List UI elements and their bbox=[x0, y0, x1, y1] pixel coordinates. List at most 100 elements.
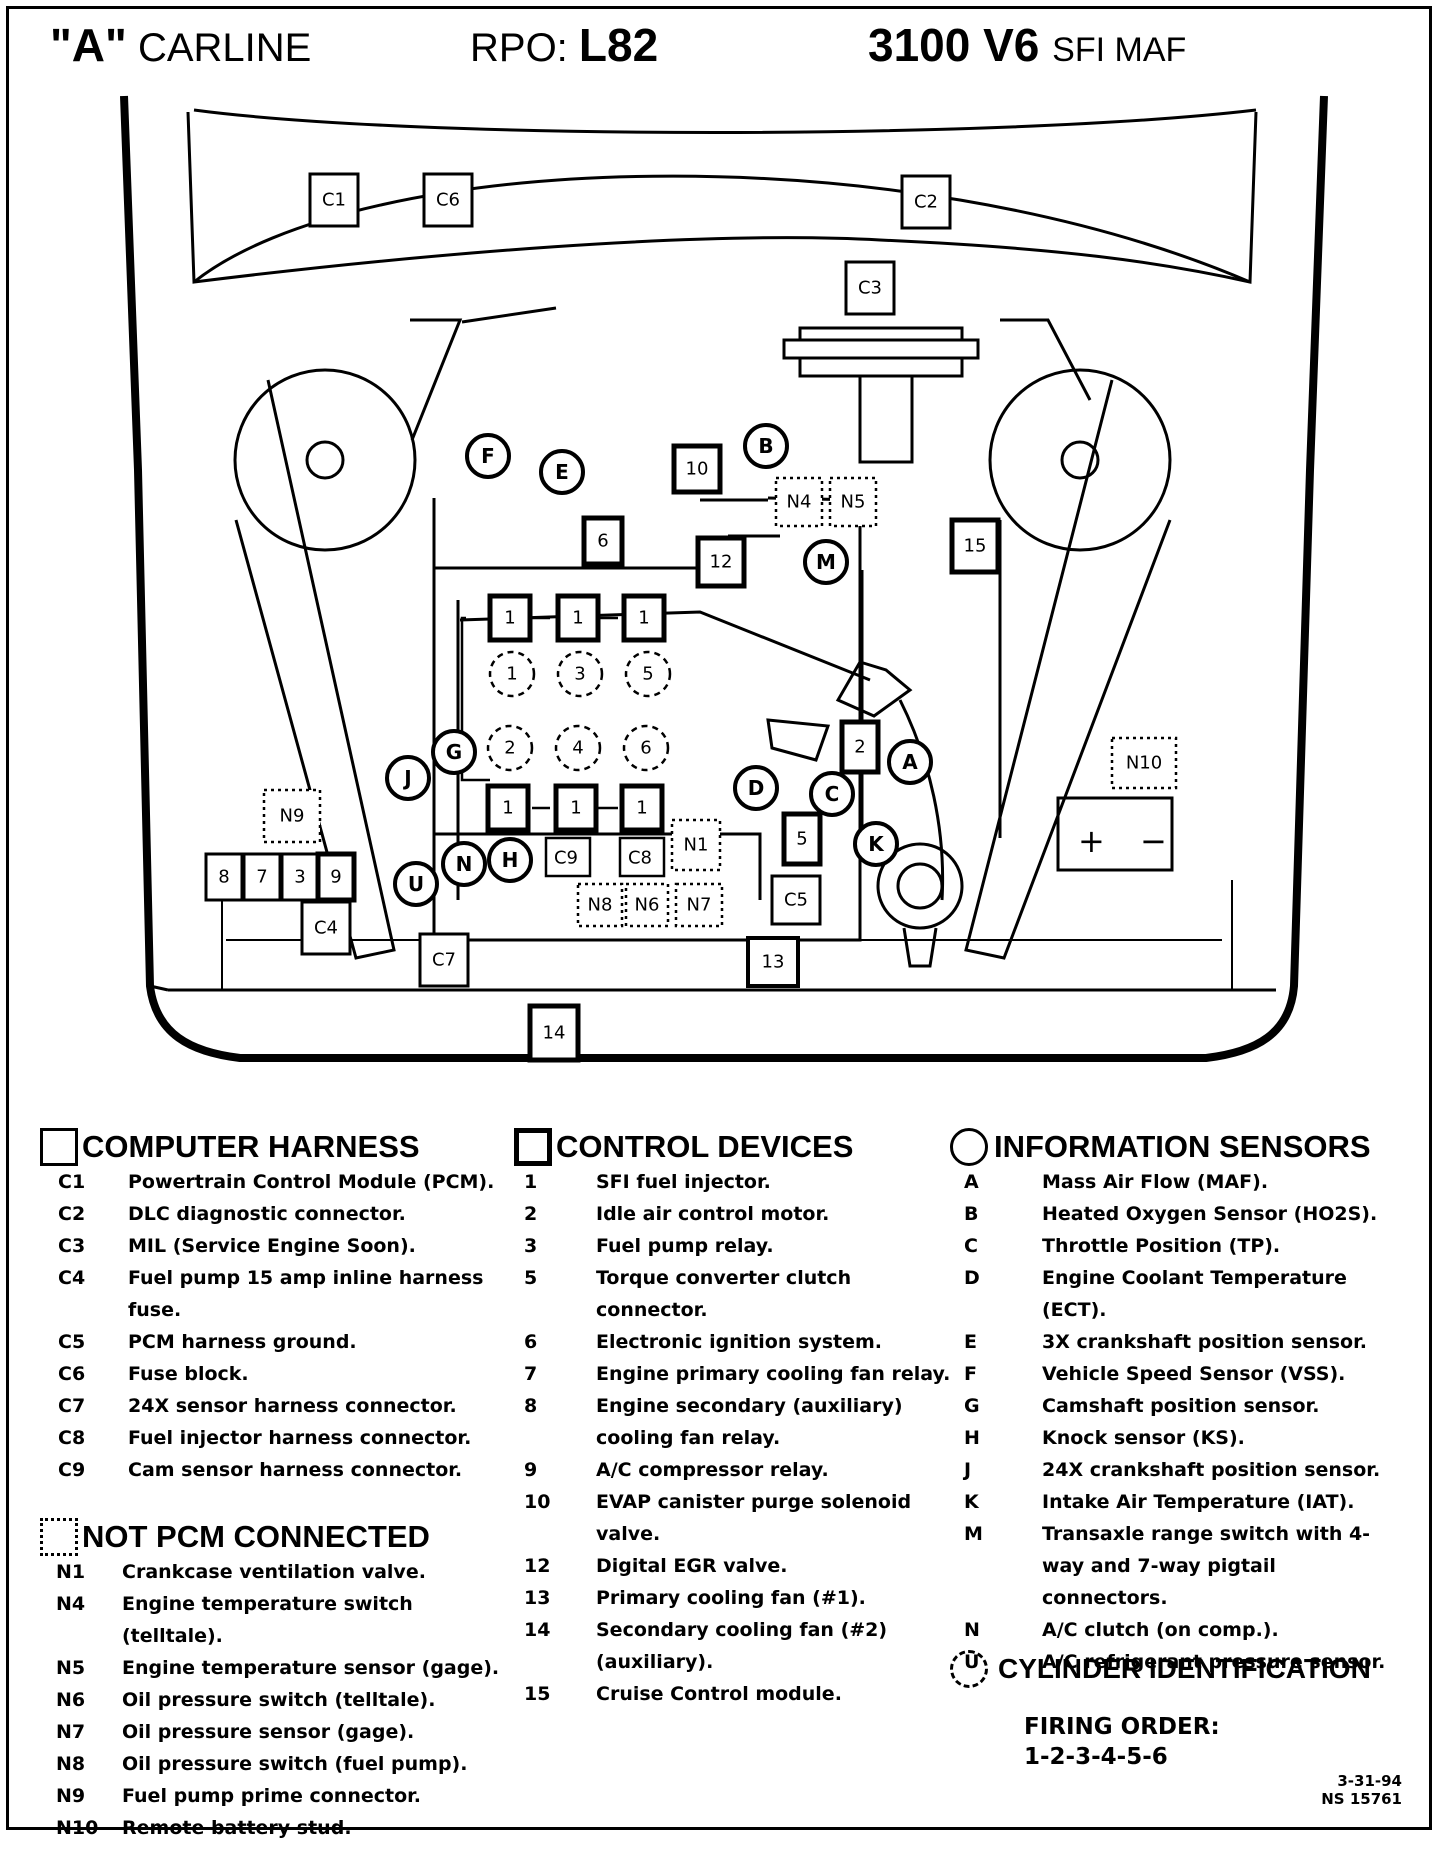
svg-text:4: 4 bbox=[572, 738, 583, 759]
control-1-bot-b: 1 bbox=[553, 783, 599, 833]
notpcm-n4: N4 bbox=[774, 476, 824, 528]
sensor-n: N bbox=[441, 841, 487, 887]
svg-text:C: C bbox=[825, 782, 840, 806]
left-pulley-hub bbox=[305, 440, 345, 480]
control-13: 13 bbox=[746, 936, 800, 988]
legend-not-pcm-title: NOT PCM CONNECTED bbox=[40, 1518, 510, 1556]
carline-letter: "A" bbox=[50, 19, 127, 71]
battery: + − bbox=[1056, 796, 1174, 872]
harness-c2: C2 bbox=[900, 174, 952, 230]
control-1-bot-a: 1 bbox=[485, 783, 531, 833]
stamp-date: 3-31-94 bbox=[1337, 1772, 1402, 1790]
harness-c1: C1 bbox=[308, 172, 360, 228]
svg-text:1: 1 bbox=[572, 608, 583, 629]
svg-text:13: 13 bbox=[762, 952, 785, 973]
sensor-c: C bbox=[809, 771, 855, 817]
sensor-k: K bbox=[853, 821, 899, 867]
svg-text:E: E bbox=[555, 460, 569, 484]
stamp-ref: NS 15761 bbox=[1321, 1790, 1402, 1808]
svg-text:G: G bbox=[446, 740, 462, 764]
svg-text:1: 1 bbox=[638, 608, 649, 629]
svg-text:N4: N4 bbox=[787, 492, 812, 513]
svg-text:J: J bbox=[402, 766, 411, 790]
sensor-g: G bbox=[431, 729, 477, 775]
svg-text:N8: N8 bbox=[588, 895, 613, 916]
notpcm-n6: N6 bbox=[624, 882, 670, 928]
title-carline: "A" CARLINE bbox=[50, 18, 311, 72]
bold-square-symbol-icon bbox=[514, 1128, 552, 1166]
drawing-stamp: 3-31-94 NS 15761 bbox=[1321, 1772, 1402, 1808]
svg-text:N6: N6 bbox=[635, 895, 660, 916]
sensor-h: H bbox=[487, 837, 533, 883]
svg-text:C4: C4 bbox=[314, 918, 338, 939]
page-frame bbox=[6, 6, 1432, 1830]
svg-text:3: 3 bbox=[574, 664, 585, 685]
cylinder-3: 3 bbox=[556, 650, 604, 698]
legend-cylinder-identification: CYLINDER IDENTIFICATION FIRING ORDER: 1-… bbox=[950, 1650, 1420, 1772]
right-pulley-hub bbox=[1060, 440, 1100, 480]
svg-text:10: 10 bbox=[686, 459, 709, 480]
svg-text:1: 1 bbox=[506, 664, 517, 685]
control-15: 15 bbox=[949, 517, 1001, 575]
cylinder-4: 4 bbox=[554, 724, 602, 772]
control-12: 12 bbox=[695, 535, 747, 589]
sensor-f: F bbox=[465, 433, 511, 479]
harness-c9: C9 bbox=[544, 836, 592, 878]
control-6: 6 bbox=[581, 515, 625, 567]
svg-text:1: 1 bbox=[570, 798, 581, 819]
svg-text:2: 2 bbox=[504, 738, 515, 759]
intake-stack bbox=[782, 326, 980, 464]
notpcm-n1: N1 bbox=[670, 818, 722, 872]
svg-text:C9: C9 bbox=[554, 848, 578, 869]
svg-text:C7: C7 bbox=[432, 950, 456, 971]
cylinder-6: 6 bbox=[622, 724, 670, 772]
svg-text:N: N bbox=[456, 852, 473, 876]
cylinder-1: 1 bbox=[488, 650, 536, 698]
control-8: 8 bbox=[204, 852, 244, 902]
svg-text:D: D bbox=[748, 776, 765, 800]
harness-c3: C3 bbox=[844, 260, 896, 316]
rpo-label: RPO: bbox=[470, 26, 568, 70]
svg-text:K: K bbox=[868, 832, 885, 856]
harness-c4: C4 bbox=[300, 900, 352, 956]
legend-information-sensors-title: INFORMATION SENSORS bbox=[950, 1128, 1400, 1166]
notpcm-n9: N9 bbox=[262, 788, 322, 844]
svg-text:6: 6 bbox=[640, 738, 651, 759]
engine-suffix: SFI MAF bbox=[1052, 31, 1187, 69]
dashed-circle-symbol-icon bbox=[950, 1650, 988, 1688]
svg-text:1: 1 bbox=[502, 798, 513, 819]
legend-computer-harness-title: COMPUTER HARNESS bbox=[40, 1128, 500, 1166]
harness-c8: C8 bbox=[618, 836, 666, 878]
control-3: 3 bbox=[280, 852, 320, 902]
sensor-m: M bbox=[803, 539, 849, 585]
svg-text:C8: C8 bbox=[628, 848, 652, 869]
